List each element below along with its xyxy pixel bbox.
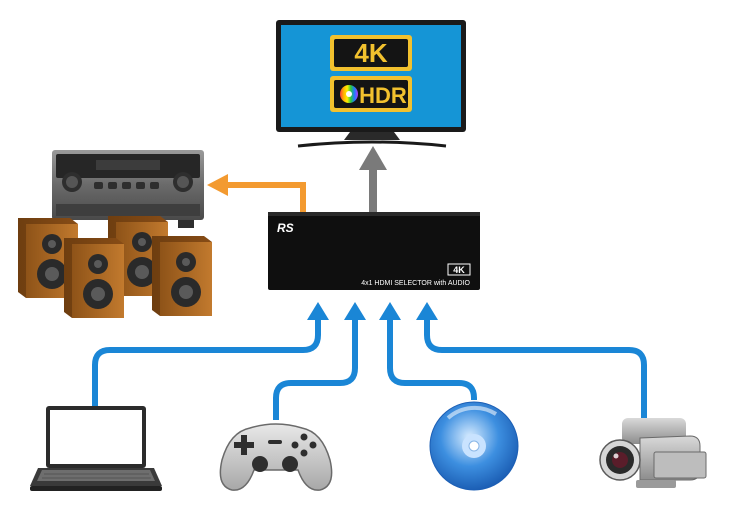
selector-4k-label: 4K <box>453 265 465 275</box>
4k-badge: 4K <box>330 35 412 71</box>
input-cables <box>92 318 647 420</box>
input-cable-controller <box>273 318 358 420</box>
input-arrowheads <box>307 302 438 320</box>
game-controller-icon <box>219 423 333 491</box>
color-wheel-icon <box>340 85 358 103</box>
selector-model-text: 4x1 HDMI SELECTOR with AUDIO <box>361 280 470 287</box>
input-cable-disc <box>387 318 477 401</box>
tv-4k-label: 4K <box>354 38 387 68</box>
brand-logo: RS <box>277 221 294 235</box>
speaker-icon <box>64 238 124 318</box>
tv-icon: 4K HDR <box>276 20 466 148</box>
speaker-icon <box>152 236 212 316</box>
video-camera-icon <box>599 418 707 488</box>
disc-icon <box>429 401 519 491</box>
hdr-badge: HDR <box>330 76 412 112</box>
input-cable-laptop <box>92 318 321 408</box>
laptop-icon <box>30 406 162 491</box>
av-receiver-icon <box>52 150 204 228</box>
hdmi-selector-icon: RS 4K 4x1 HDMI SELECTOR with AUDIO <box>268 212 480 290</box>
tv-hdr-label: HDR <box>359 83 407 108</box>
audio-output-cable <box>207 174 306 214</box>
input-cable-camera <box>424 318 647 420</box>
tv-output-cable <box>359 146 387 214</box>
